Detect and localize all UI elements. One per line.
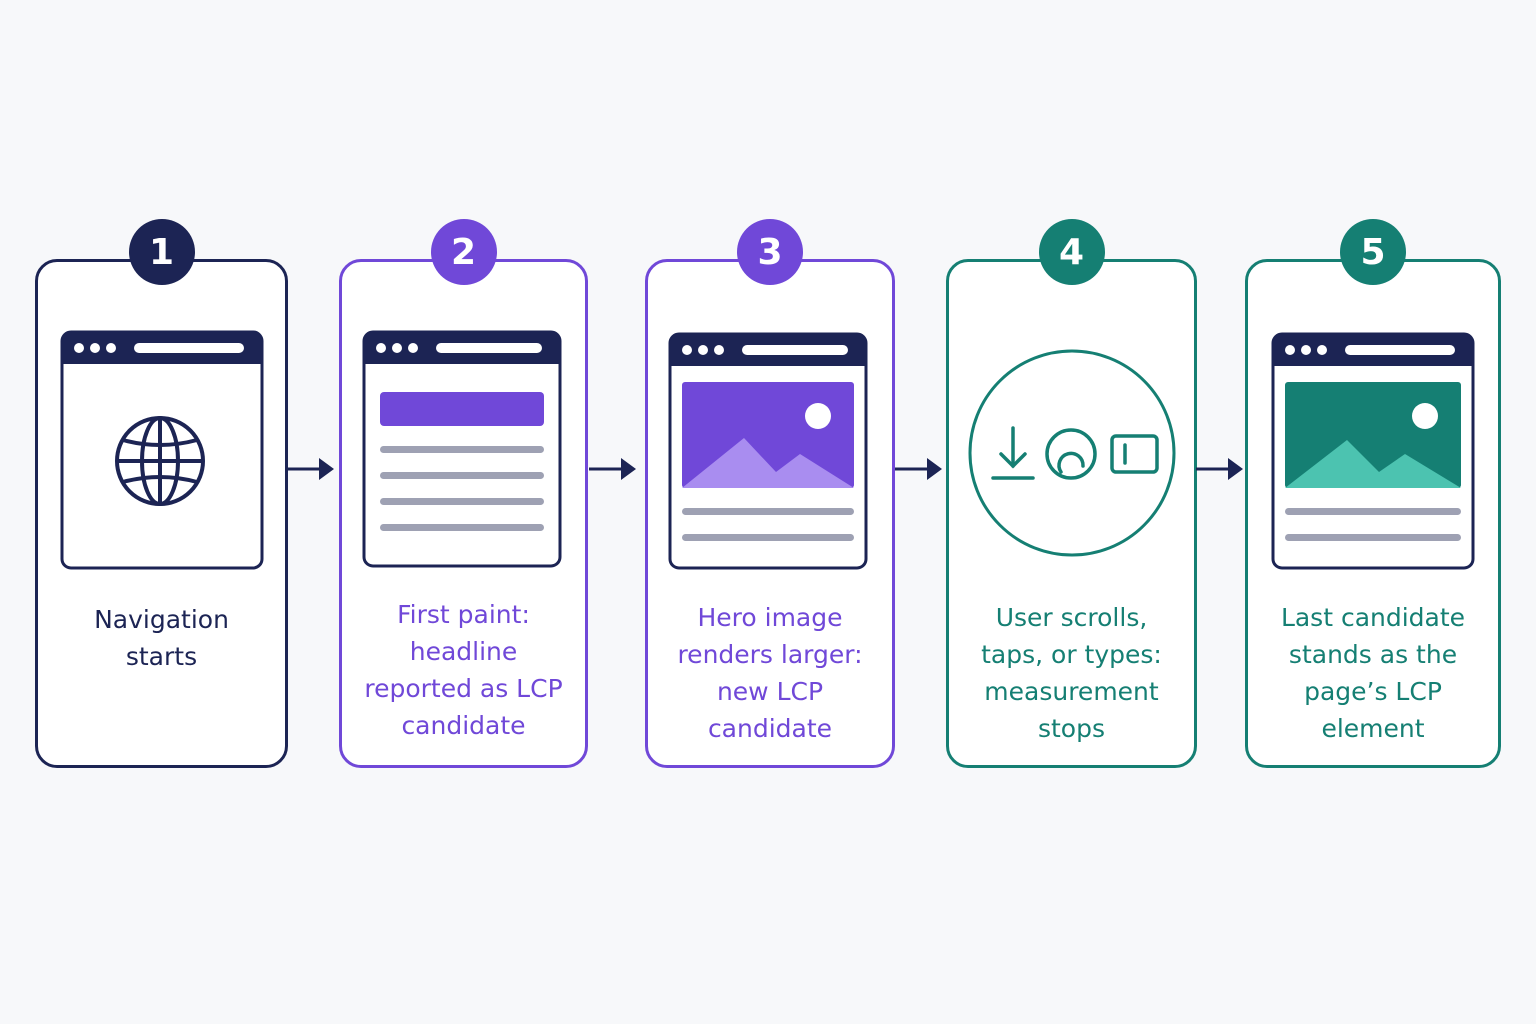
user-input-scroll-tap-type-icon — [967, 348, 1177, 558]
arrow-right-icon — [895, 456, 943, 482]
step-card-3: 3 Hero image renders larger: new LCP can… — [645, 219, 895, 768]
step-card-5: 5 Last candidate stands as the page’s LC… — [1245, 219, 1501, 768]
step-number-badge: 2 — [430, 219, 497, 285]
browser-window-hero-image-icon — [668, 332, 872, 576]
step-caption: Navigation starts — [94, 605, 229, 671]
arrow-right-icon — [287, 456, 335, 482]
step-number-badge: 1 — [128, 219, 195, 285]
browser-window-headline-icon — [362, 330, 566, 574]
step-card-4: 4 User scrolls, taps, or types: measurem… — [946, 219, 1197, 768]
step-caption: User scrolls, taps, or types: measuremen… — [981, 603, 1162, 743]
step-caption: Last candidate stands as the page’s LCP … — [1280, 603, 1466, 743]
step-card-1: 1 Navigation starts — [35, 219, 288, 768]
step-caption: Hero image renders larger: new LCP candi… — [677, 603, 863, 743]
arrow-right-icon — [589, 456, 637, 482]
step-number-badge: 4 — [1038, 219, 1105, 285]
browser-window-final-image-icon — [1271, 332, 1475, 576]
step-caption: First paint: headline reported as LCP ca… — [364, 600, 563, 740]
step-number-badge: 3 — [737, 219, 803, 285]
step-card-2: 2 First paint: headline reported as LCP … — [339, 219, 588, 768]
browser-window-globe-icon — [60, 330, 264, 574]
step-number-badge: 5 — [1340, 219, 1406, 285]
arrow-right-icon — [1196, 456, 1244, 482]
